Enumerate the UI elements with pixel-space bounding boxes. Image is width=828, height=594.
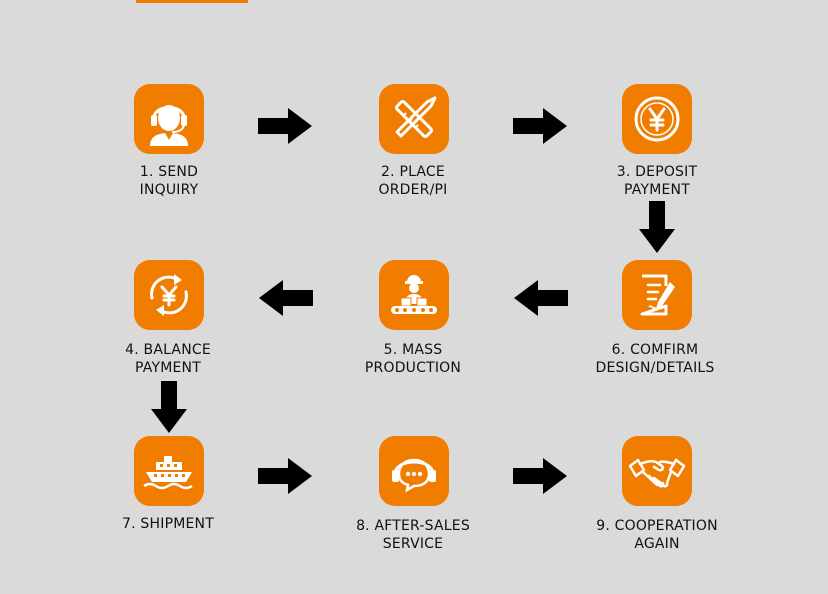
customer-service-agent-icon bbox=[134, 84, 204, 154]
arrow-right-1 bbox=[258, 108, 312, 144]
pencil-ruler-icon bbox=[379, 84, 449, 154]
document-pen-icon bbox=[622, 260, 692, 330]
arrow-left-1 bbox=[259, 280, 313, 316]
step-label-7: 7. SHIPMENT bbox=[122, 516, 214, 532]
top-accent-bar bbox=[136, 0, 248, 3]
arrow-right-4 bbox=[513, 458, 567, 494]
arrow-left-2 bbox=[514, 280, 568, 316]
arrow-right-3 bbox=[258, 458, 312, 494]
headset-chat-icon bbox=[379, 436, 449, 506]
arrow-down-1 bbox=[639, 201, 675, 253]
handshake-icon bbox=[622, 436, 692, 506]
factory-worker-icon bbox=[379, 260, 449, 330]
arrow-down-2 bbox=[151, 381, 187, 433]
yen-refresh-icon bbox=[134, 260, 204, 330]
arrow-right-2 bbox=[513, 108, 567, 144]
ship-icon bbox=[134, 436, 204, 506]
yen-coin-icon bbox=[622, 84, 692, 154]
